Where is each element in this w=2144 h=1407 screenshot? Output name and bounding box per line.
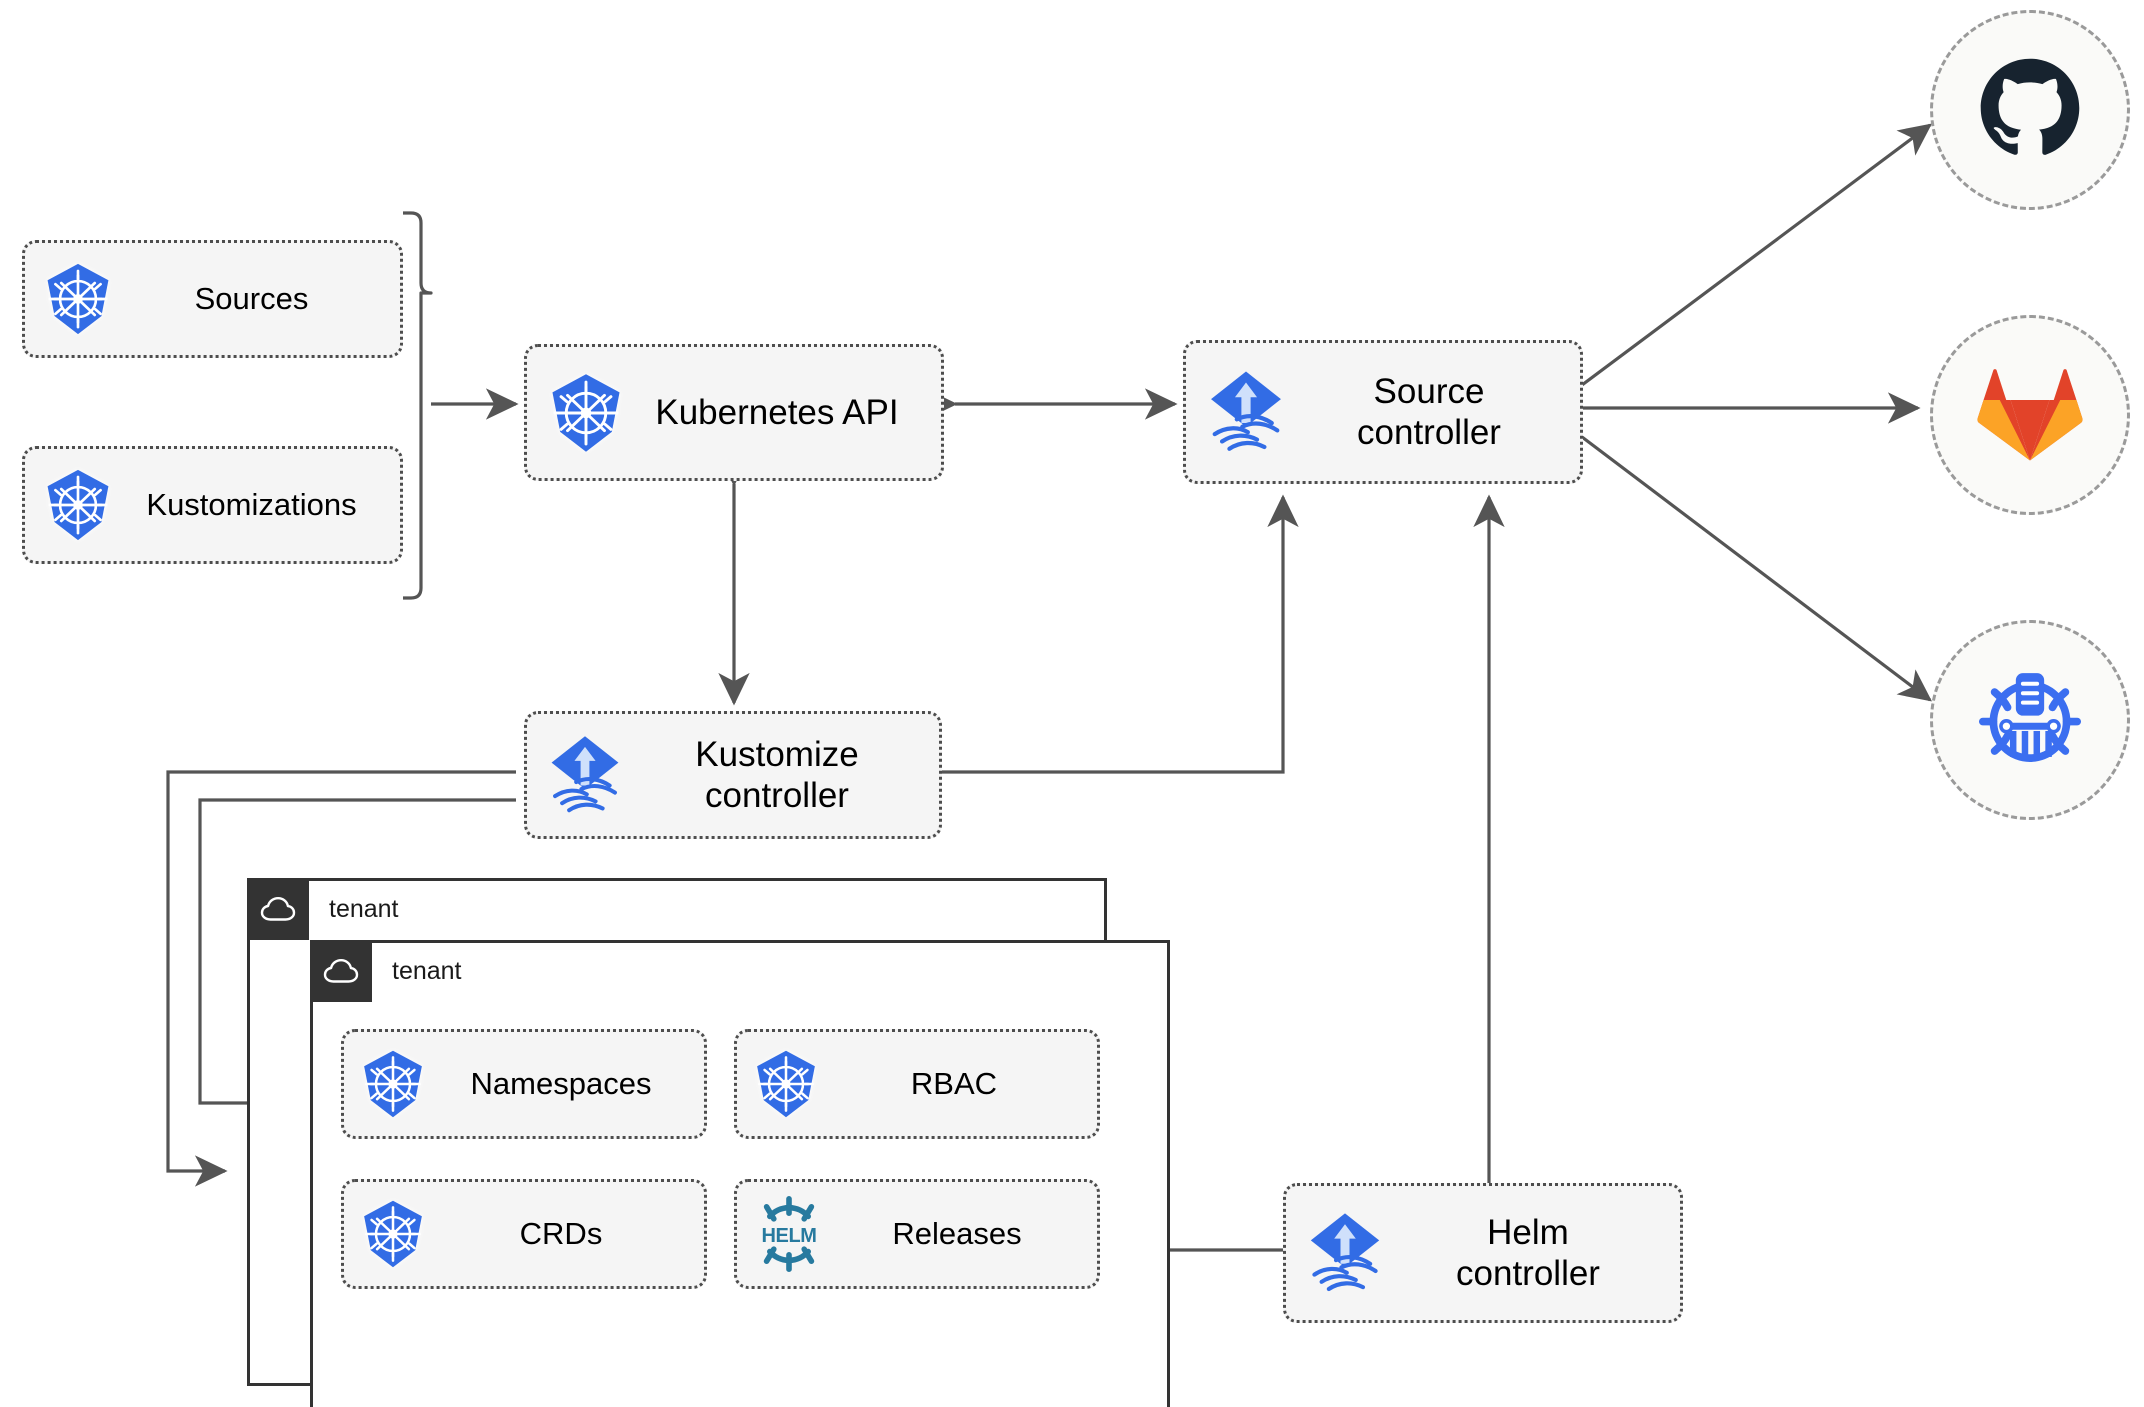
kubernetes-icon — [356, 1047, 430, 1121]
node-helm-controller-label: Helm controller — [1456, 1212, 1600, 1293]
kubernetes-icon — [543, 370, 629, 456]
flux-icon — [1200, 366, 1292, 458]
resource-card-crds-label: CRDs — [519, 1215, 603, 1251]
helm-repository-icon — [1971, 659, 2089, 782]
resource-card-namespaces-label: Namespaces — [470, 1065, 652, 1101]
tenant-outer-label: tenant — [329, 894, 399, 923]
helm-icon: HELM — [749, 1194, 829, 1274]
node-kustomize-controller-label: Kustomize controller — [695, 734, 859, 815]
provider-github[interactable] — [1930, 10, 2130, 210]
node-source-controller-label: Source controller — [1357, 371, 1501, 452]
node-kubernetes-api[interactable]: Kubernetes API — [524, 344, 944, 481]
cloud-icon — [247, 878, 309, 940]
input-card-sources-label: Sources — [194, 280, 309, 316]
resource-card-releases[interactable]: HELM Releases — [734, 1179, 1100, 1289]
resource-card-rbac-label: RBAC — [910, 1065, 998, 1101]
resource-card-releases-label: Releases — [892, 1215, 1022, 1251]
gitlab-icon — [1976, 361, 2084, 470]
tenant-inner-label: tenant — [392, 956, 462, 985]
input-card-kustomizations-label: Kustomizations — [146, 486, 357, 522]
edge-source-to-github — [1581, 123, 1933, 387]
kubernetes-icon — [356, 1197, 430, 1271]
edge-inputs-bracket — [403, 211, 433, 600]
resource-card-rbac[interactable]: RBAC — [734, 1029, 1100, 1139]
cloud-icon — [310, 940, 372, 1002]
svg-text:HELM: HELM — [761, 1225, 816, 1247]
tenant-inner-tab: tenant — [310, 940, 462, 1002]
flux-icon — [541, 731, 629, 819]
edge-kustomize-to-source — [941, 494, 1299, 774]
provider-helm-repository[interactable] — [1930, 620, 2130, 820]
input-card-sources[interactable]: Sources — [22, 240, 403, 358]
resource-card-crds[interactable]: CRDs — [341, 1179, 707, 1289]
node-source-controller[interactable]: Source controller — [1183, 340, 1583, 484]
tenant-outer-tab: tenant — [247, 878, 399, 940]
github-icon — [1974, 52, 2086, 169]
edge-source-to-helm-repository — [1581, 435, 1933, 702]
kubernetes-icon — [39, 260, 117, 338]
node-kubernetes-api-label: Kubernetes API — [655, 392, 899, 432]
kubernetes-icon — [39, 466, 117, 544]
node-kustomize-controller[interactable]: Kustomize controller — [524, 711, 942, 839]
provider-gitlab[interactable] — [1930, 315, 2130, 515]
tenant-inner-frame[interactable]: tenant — [310, 940, 1170, 1407]
kubernetes-icon — [749, 1047, 823, 1121]
node-helm-controller[interactable]: Helm controller — [1283, 1183, 1683, 1323]
input-card-kustomizations[interactable]: Kustomizations — [22, 446, 403, 564]
resource-card-namespaces[interactable]: Namespaces — [341, 1029, 707, 1139]
flux-icon — [1300, 1208, 1390, 1298]
